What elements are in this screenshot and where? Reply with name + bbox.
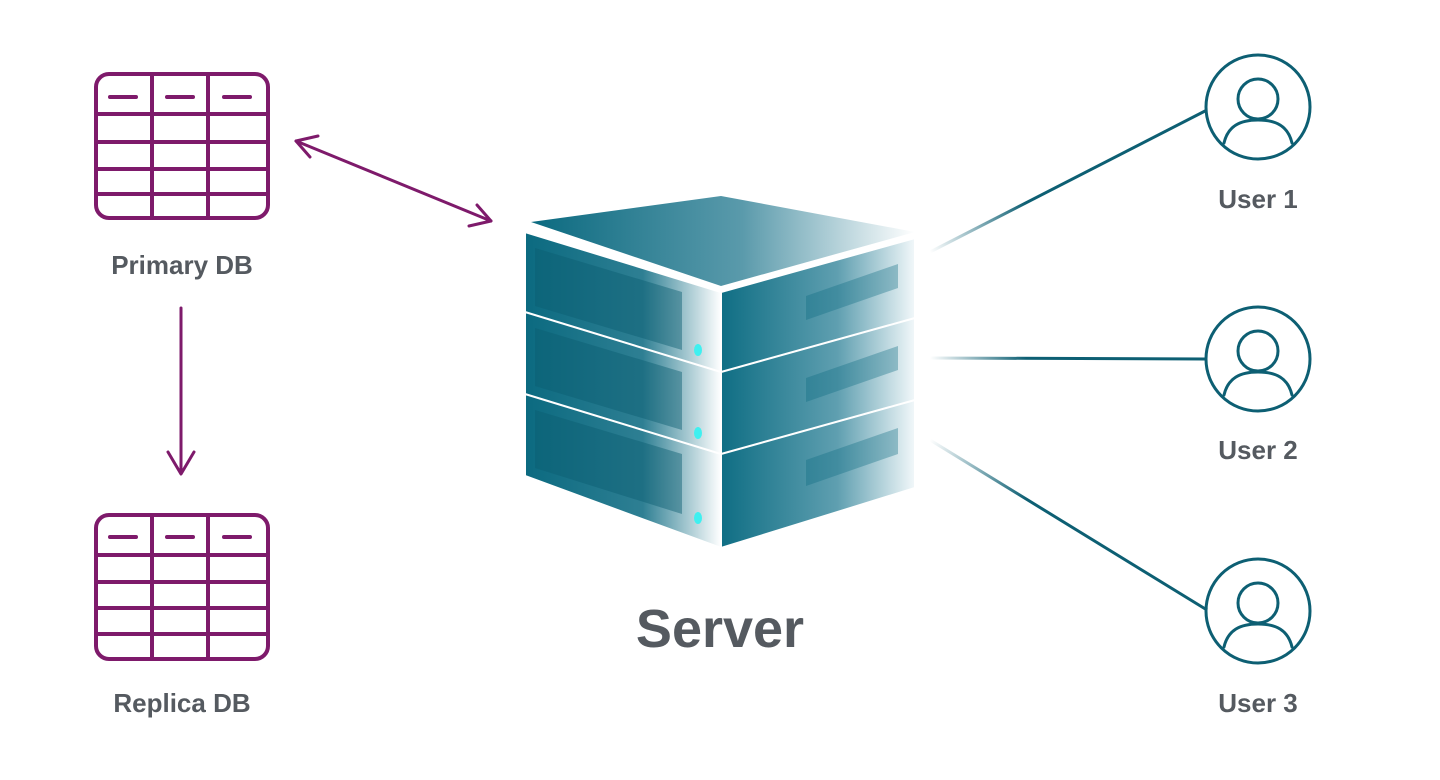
server-user-connections xyxy=(930,110,1207,610)
user-icon-1 xyxy=(1206,55,1310,159)
user-1-label: User 1 xyxy=(1178,184,1338,215)
db-server-bidirectional-arrow xyxy=(296,136,491,226)
replica-db-table-icon xyxy=(96,515,268,659)
connection-user-1 xyxy=(930,110,1207,252)
primary-db-label: Primary DB xyxy=(62,250,302,281)
user-3-label: User 3 xyxy=(1178,688,1338,719)
connection-user-2 xyxy=(930,358,1206,359)
server-rack-icon xyxy=(525,196,915,548)
connection-user-3 xyxy=(930,440,1207,610)
user-icon-2 xyxy=(1206,307,1310,411)
server-led-2 xyxy=(694,427,702,439)
server-led-3 xyxy=(694,512,702,524)
replica-db-label: Replica DB xyxy=(62,688,302,719)
replication-arrow xyxy=(168,308,194,474)
server-led-1 xyxy=(694,344,702,356)
user-icon-3 xyxy=(1206,559,1310,663)
user-2-label: User 2 xyxy=(1178,435,1338,466)
server-label: Server xyxy=(560,598,880,660)
primary-db-table-icon xyxy=(96,74,268,218)
